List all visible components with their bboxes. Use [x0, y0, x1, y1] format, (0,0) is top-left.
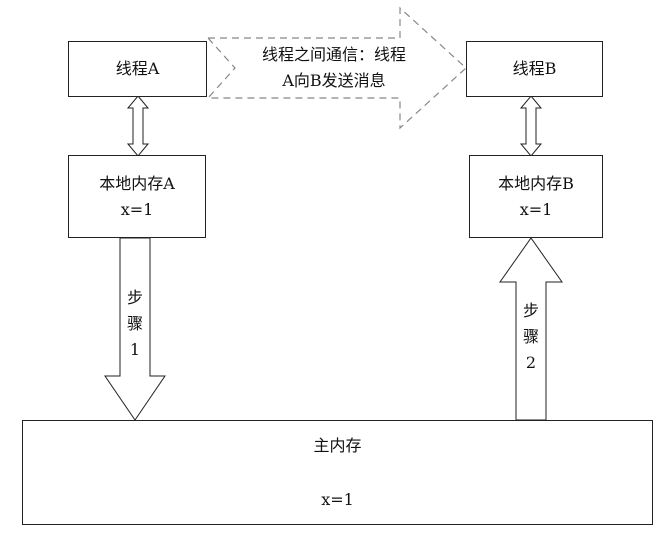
- step2-label: 步 骤 2: [517, 298, 545, 376]
- step2-char-1: 步: [522, 301, 539, 320]
- main-memory-box: 主内存 x=1: [22, 420, 653, 525]
- step2-char-2: 骤: [522, 327, 539, 346]
- step1-char-1: 步: [126, 288, 143, 307]
- communication-text: 线程之间通信：线程 A向B发送消息: [228, 42, 440, 94]
- local-memory-b-value: x=1: [519, 199, 553, 219]
- thread-b-box: 线程B: [466, 41, 603, 97]
- local-memory-b-title: 本地内存B: [498, 173, 574, 193]
- step1-label: 步 骤 1: [121, 285, 149, 363]
- local-memory-b-box: 本地内存B x=1: [469, 155, 603, 238]
- communication-arrow: [206, 6, 467, 130]
- double-arrow-a: [126, 95, 150, 157]
- double-arrow-b: [519, 95, 543, 157]
- communication-line2: A向B发送消息: [282, 71, 386, 90]
- step2-char-3: 2: [525, 353, 537, 372]
- step2-arrow: [499, 237, 563, 421]
- local-memory-a-title: 本地内存A: [99, 173, 175, 193]
- main-memory-title: 主内存: [313, 436, 362, 455]
- step1-char-3: 1: [129, 340, 141, 359]
- thread-b-label: 线程B: [512, 59, 557, 78]
- local-memory-a-value: x=1: [120, 199, 154, 219]
- thread-a-box: 线程A: [68, 41, 207, 97]
- step1-char-2: 骤: [126, 314, 143, 333]
- local-memory-a-box: 本地内存A x=1: [68, 155, 206, 238]
- main-memory-value: x=1: [321, 490, 354, 509]
- thread-a-label: 线程A: [115, 59, 160, 78]
- step1-arrow: [104, 237, 166, 421]
- communication-line1: 线程之间通信：线程: [261, 45, 406, 64]
